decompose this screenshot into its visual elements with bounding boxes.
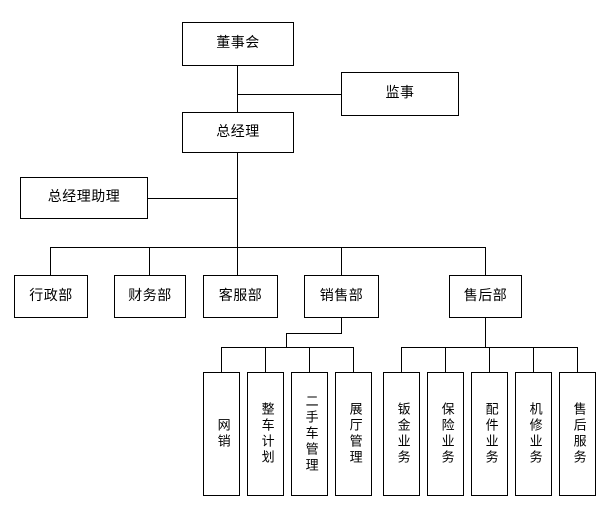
edge-sales-bus xyxy=(221,347,353,348)
node-general-manager[interactable]: 总经理 xyxy=(182,112,294,153)
node-label: 售后部 xyxy=(463,287,508,304)
edge-riser-aftersales-2 xyxy=(489,347,490,372)
node-aftersales-unit-parts[interactable]: 配件业务 xyxy=(471,372,508,496)
edge-riser-dept-3 xyxy=(341,247,342,276)
node-label: 钣金业务 xyxy=(394,402,410,466)
edge-riser-aftersales-1 xyxy=(445,347,446,372)
edge-board-down xyxy=(237,65,238,113)
node-aftersales-unit-after-sales-service[interactable]: 售后服务 xyxy=(559,372,596,496)
edge-aftersales-down xyxy=(485,317,486,348)
node-gm-assistant[interactable]: 总经理助理 xyxy=(20,177,148,219)
edge-riser-sales-0 xyxy=(221,347,222,372)
node-label: 网销 xyxy=(214,418,230,450)
edge-department-bus xyxy=(50,247,486,248)
node-dept-sales[interactable]: 销售部 xyxy=(304,275,379,318)
node-dept-customer-service[interactable]: 客服部 xyxy=(203,275,278,318)
node-sales-unit-showroom-management[interactable]: 展厅管理 xyxy=(335,372,372,496)
node-label: 总经理助理 xyxy=(47,189,121,206)
node-dept-after-sales[interactable]: 售后部 xyxy=(449,275,522,318)
edge-riser-aftersales-4 xyxy=(577,347,578,372)
edge-riser-dept-0 xyxy=(50,247,51,276)
node-aftersales-unit-insurance[interactable]: 保险业务 xyxy=(427,372,464,496)
edge-riser-aftersales-0 xyxy=(401,347,402,372)
node-label: 机修业务 xyxy=(526,402,542,466)
node-sales-unit-online-sales[interactable]: 网销 xyxy=(203,372,240,496)
node-label: 整车计划 xyxy=(258,402,274,466)
node-sales-unit-vehicle-planning[interactable]: 整车计划 xyxy=(247,372,284,496)
node-dept-finance[interactable]: 财务部 xyxy=(114,275,186,318)
node-dept-administration[interactable]: 行政部 xyxy=(14,275,88,318)
node-label: 董事会 xyxy=(216,35,260,52)
node-label: 监事 xyxy=(385,85,415,102)
edge-riser-dept-4 xyxy=(485,247,486,276)
edge-sales-down-a xyxy=(341,317,342,333)
node-aftersales-unit-sheet-metal[interactable]: 钣金业务 xyxy=(383,372,420,496)
edge-riser-dept-1 xyxy=(149,247,150,276)
edge-riser-sales-2 xyxy=(309,347,310,372)
node-label: 保险业务 xyxy=(438,402,454,466)
node-label: 客服部 xyxy=(218,287,263,304)
node-label: 总经理 xyxy=(216,123,260,140)
node-sales-unit-used-car-management[interactable]: 二手车管理 xyxy=(291,372,328,496)
node-board-of-directors[interactable]: 董事会 xyxy=(182,22,294,66)
node-supervisor[interactable]: 监事 xyxy=(341,72,459,116)
node-label: 销售部 xyxy=(319,287,364,304)
node-label: 售后服务 xyxy=(570,402,586,466)
edge-board-to-supervisor xyxy=(237,94,341,95)
node-label: 配件业务 xyxy=(482,402,498,466)
edge-sales-down-b xyxy=(286,333,287,348)
node-label: 行政部 xyxy=(29,287,73,304)
edge-riser-dept-2 xyxy=(237,247,238,276)
edge-riser-sales-3 xyxy=(353,347,354,372)
node-label: 展厅管理 xyxy=(346,402,362,466)
node-label: 二手车管理 xyxy=(302,394,318,474)
node-label: 财务部 xyxy=(128,287,172,304)
edge-riser-aftersales-3 xyxy=(533,347,534,372)
edge-sales-step xyxy=(286,333,342,334)
node-aftersales-unit-mechanical-repair[interactable]: 机修业务 xyxy=(515,372,552,496)
edge-riser-sales-1 xyxy=(265,347,266,372)
edge-gm-down xyxy=(237,152,238,248)
edge-gm-to-assistant xyxy=(148,198,238,199)
